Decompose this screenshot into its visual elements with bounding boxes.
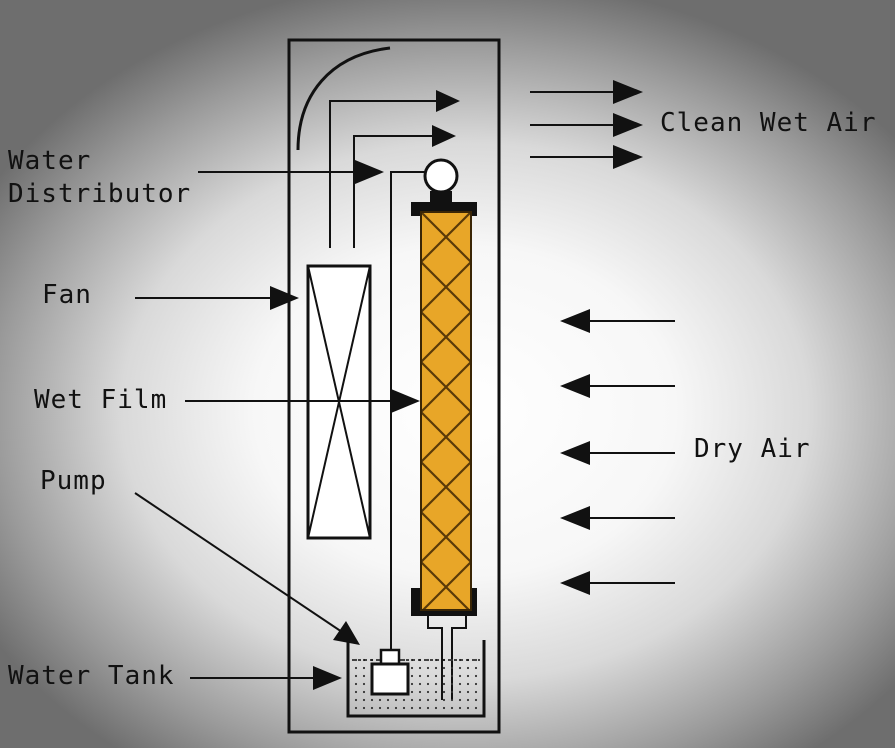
pump-label: Pump bbox=[40, 466, 107, 496]
water-distributor-label-line1: Water bbox=[8, 146, 92, 176]
water-pipe bbox=[390, 171, 425, 650]
water-tank-label: Water Tank bbox=[8, 661, 175, 691]
dry-air-arrows bbox=[560, 309, 675, 595]
clean-wet-air-arrows bbox=[530, 80, 643, 169]
label-leader-arrowheads bbox=[270, 160, 420, 690]
wet-film bbox=[411, 202, 477, 616]
water-distributor bbox=[423, 158, 459, 205]
fan-label: Fan bbox=[42, 280, 92, 310]
internal-airflow-arrowheads bbox=[432, 90, 460, 147]
pump bbox=[370, 648, 410, 696]
water-distributor-label-line2: Distributor bbox=[8, 179, 192, 209]
internal-airflow-arrows bbox=[329, 100, 440, 248]
clean-wet-air-label: Clean Wet Air bbox=[660, 108, 877, 138]
humidifier-housing bbox=[287, 38, 501, 734]
wet-film-label: Wet Film bbox=[34, 385, 168, 415]
dry-air-label: Dry Air bbox=[694, 434, 811, 464]
water-tank bbox=[346, 640, 486, 718]
label-leaders bbox=[134, 171, 398, 679]
